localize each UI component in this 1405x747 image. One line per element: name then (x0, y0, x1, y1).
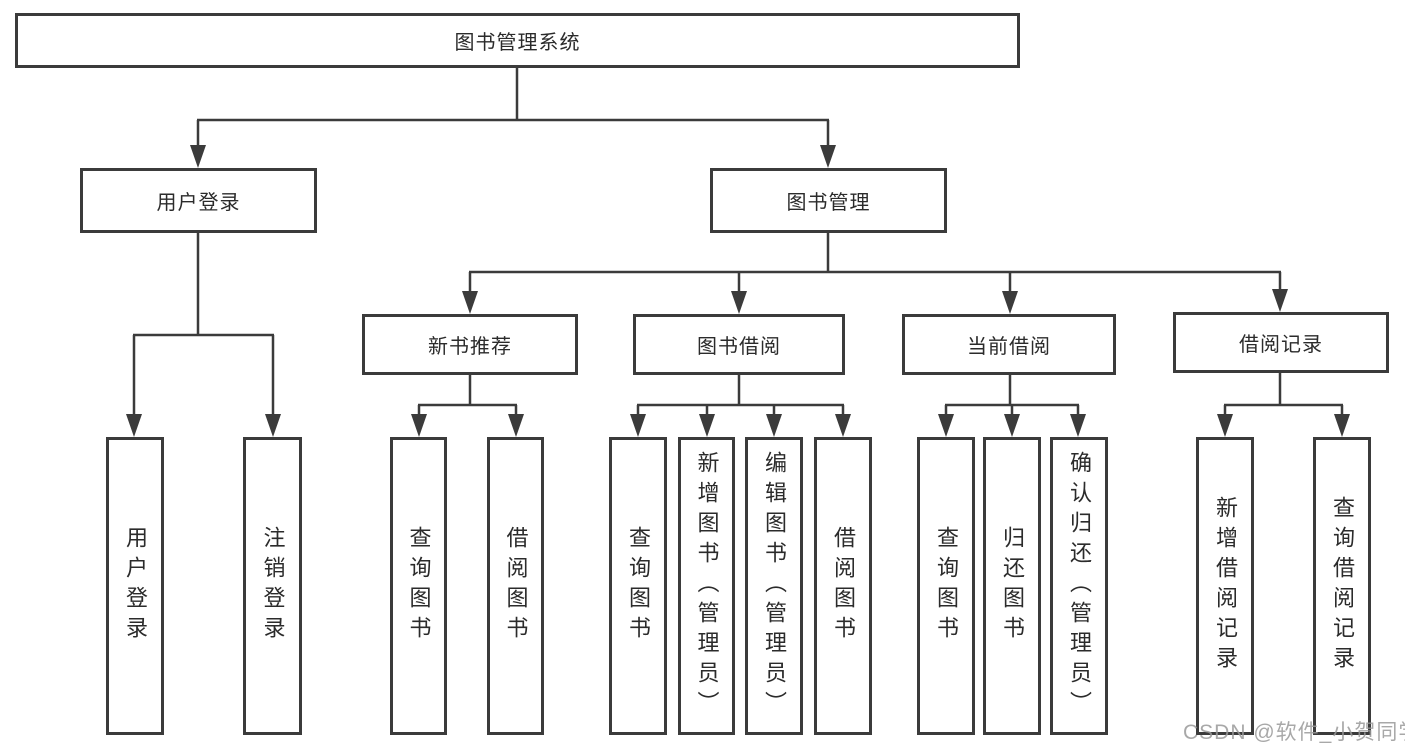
node-user-login: 用户登录 (80, 168, 317, 233)
leaf-query-books-recommend: 查询图书 (390, 437, 447, 735)
leaf-add-borrow-record: 新增借阅记录 (1196, 437, 1254, 735)
leaf-edit-books-admin: 编辑图书（管理员） (745, 437, 803, 735)
node-book-borrow: 图书借阅 (633, 314, 845, 375)
node-borrow-records: 借阅记录 (1173, 312, 1389, 373)
node-library-management-system: 图书管理系统 (15, 13, 1020, 68)
leaf-logout: 注销登录 (243, 437, 302, 735)
leaf-borrow-books-recommend: 借阅图书 (487, 437, 544, 735)
node-current-borrow: 当前借阅 (902, 314, 1116, 375)
node-new-book-recommend: 新书推荐 (362, 314, 578, 375)
leaf-add-books-admin: 新增图书（管理员） (678, 437, 735, 735)
leaf-return-books: 归还图书 (983, 437, 1041, 735)
node-book-management: 图书管理 (710, 168, 947, 233)
leaf-query-books-current: 查询图书 (917, 437, 975, 735)
leaf-confirm-return-admin: 确认归还（管理员） (1050, 437, 1108, 735)
leaf-query-borrow-record: 查询借阅记录 (1313, 437, 1371, 735)
csdn-watermark: CSDN @软件_小贺同学 (1183, 721, 1405, 744)
leaf-query-books-borrow: 查询图书 (609, 437, 667, 735)
leaf-user-login: 用户登录 (106, 437, 164, 735)
leaf-borrow-books: 借阅图书 (814, 437, 872, 735)
